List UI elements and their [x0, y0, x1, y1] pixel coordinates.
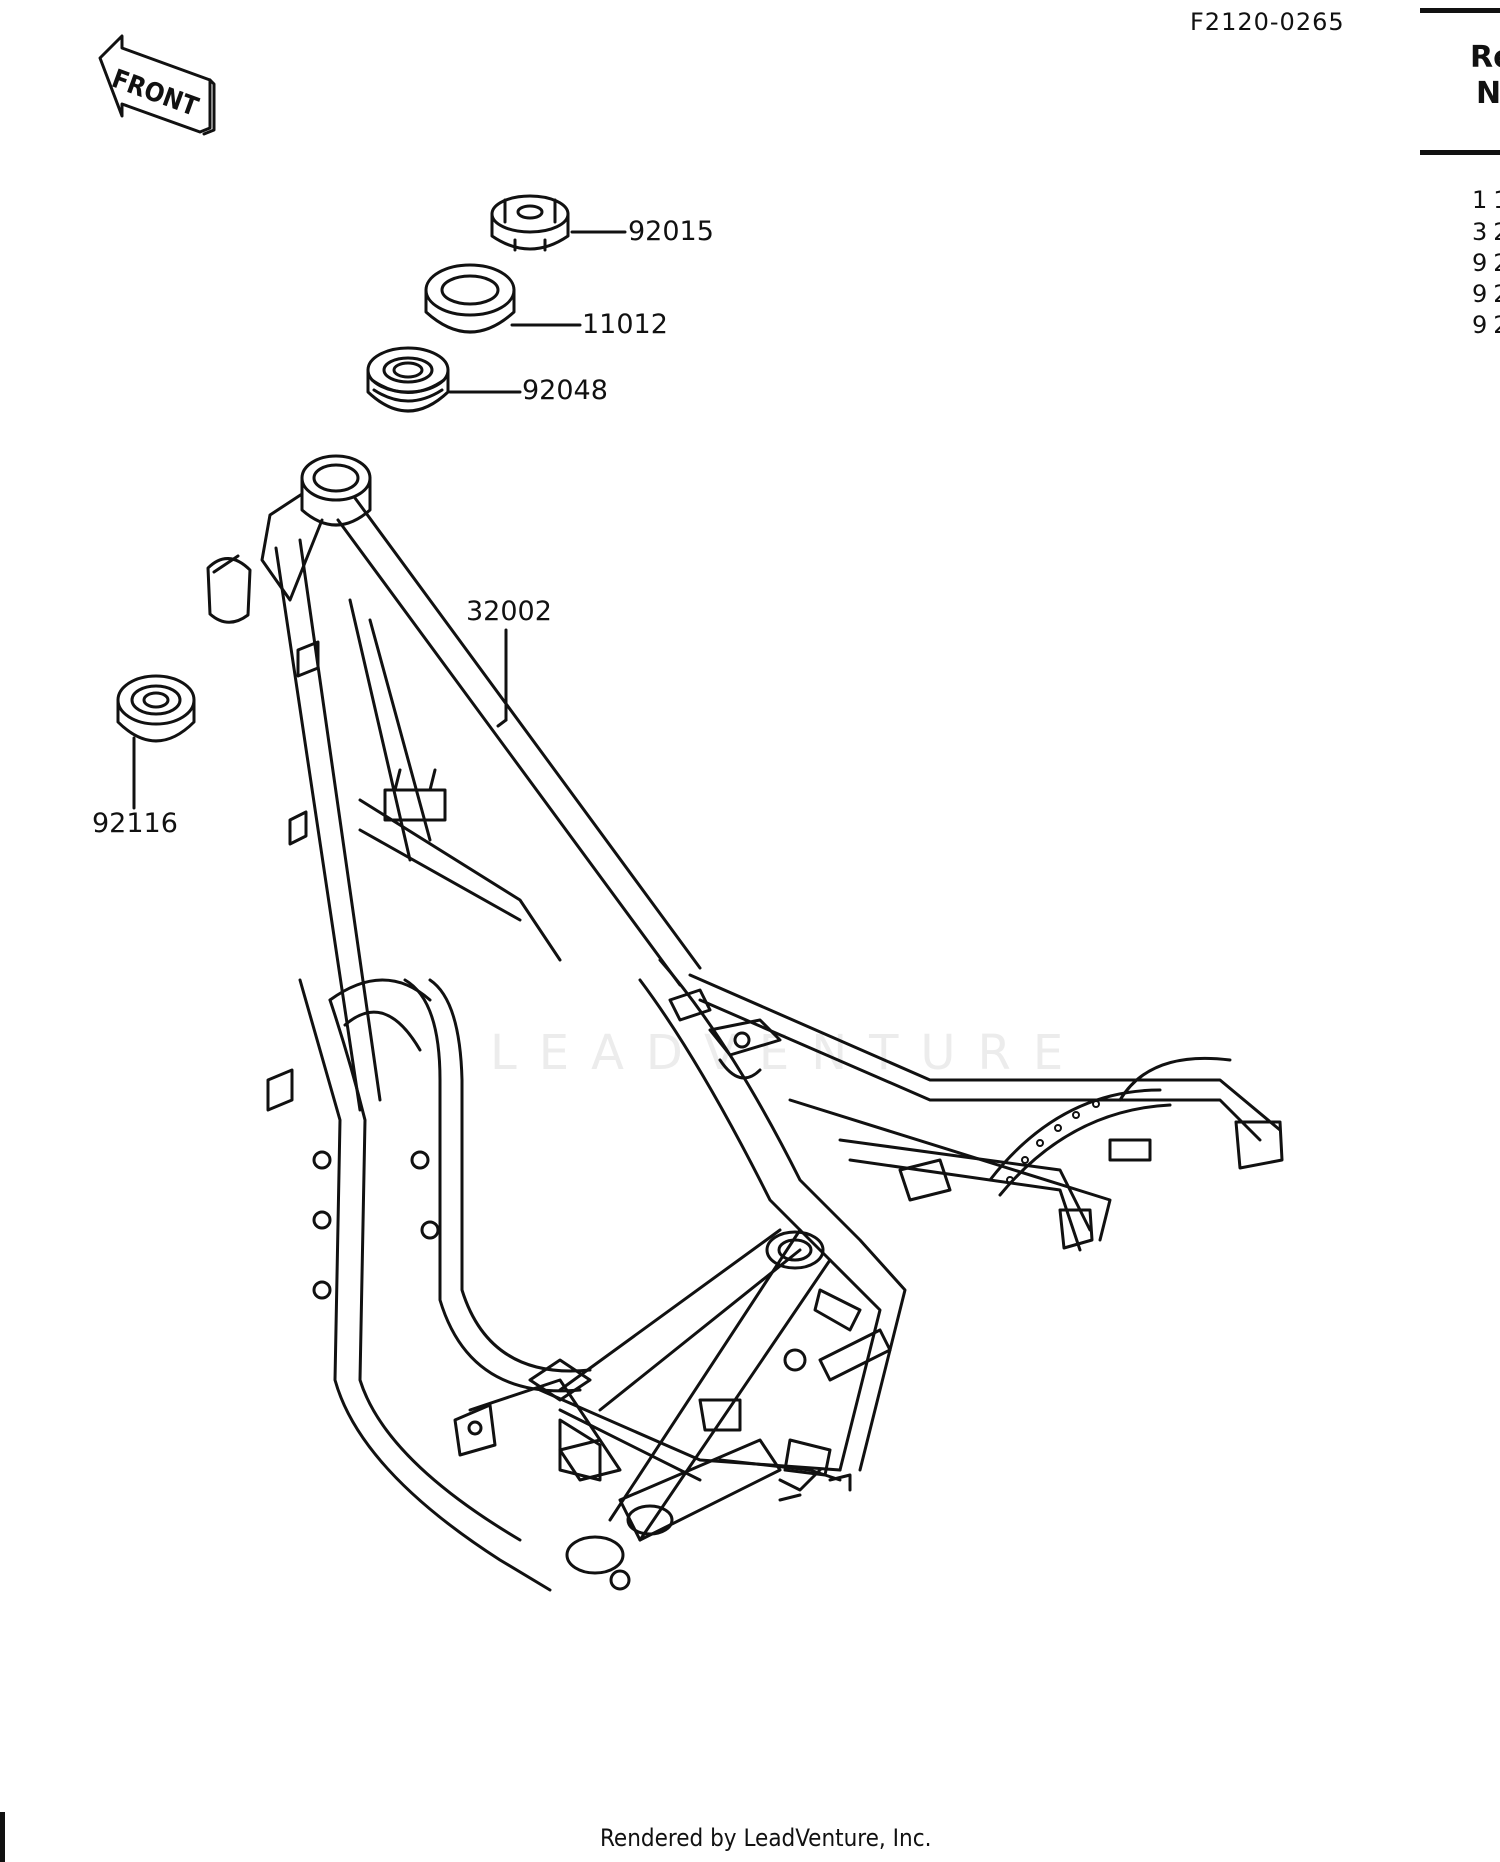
- panel-mid-rule: [1420, 150, 1500, 155]
- castle-nut-part: [490, 194, 570, 252]
- callout-92048[interactable]: 92048: [522, 375, 608, 406]
- cup-part: [424, 263, 516, 334]
- panel-row[interactable]: 92: [1472, 280, 1500, 308]
- bearing-part: [116, 674, 196, 743]
- callout-32002[interactable]: 32002: [466, 596, 552, 627]
- panel-header-line2: N: [1476, 76, 1500, 111]
- diagram-code: F2120-0265: [1190, 8, 1345, 36]
- front-arrow-icon: [98, 34, 216, 136]
- motorcycle-frame-part: [206, 454, 1284, 1592]
- callout-11012[interactable]: 11012: [582, 309, 668, 340]
- footer-credit: Rendered by LeadVenture, Inc.: [600, 1824, 932, 1852]
- panel-row[interactable]: 32: [1472, 218, 1500, 246]
- callout-92116[interactable]: 92116: [92, 808, 178, 839]
- panel-header-line1: Re: [1470, 40, 1500, 75]
- edge-mark: [0, 1812, 5, 1862]
- seal-part: [366, 346, 450, 413]
- panel-header: Re N: [1470, 40, 1500, 112]
- panel-row[interactable]: 11: [1472, 186, 1500, 214]
- panel-top-rule: [1420, 8, 1500, 13]
- panel-row[interactable]: 92: [1472, 311, 1500, 339]
- panel-row[interactable]: 92: [1472, 249, 1500, 277]
- callout-92015[interactable]: 92015: [628, 216, 714, 247]
